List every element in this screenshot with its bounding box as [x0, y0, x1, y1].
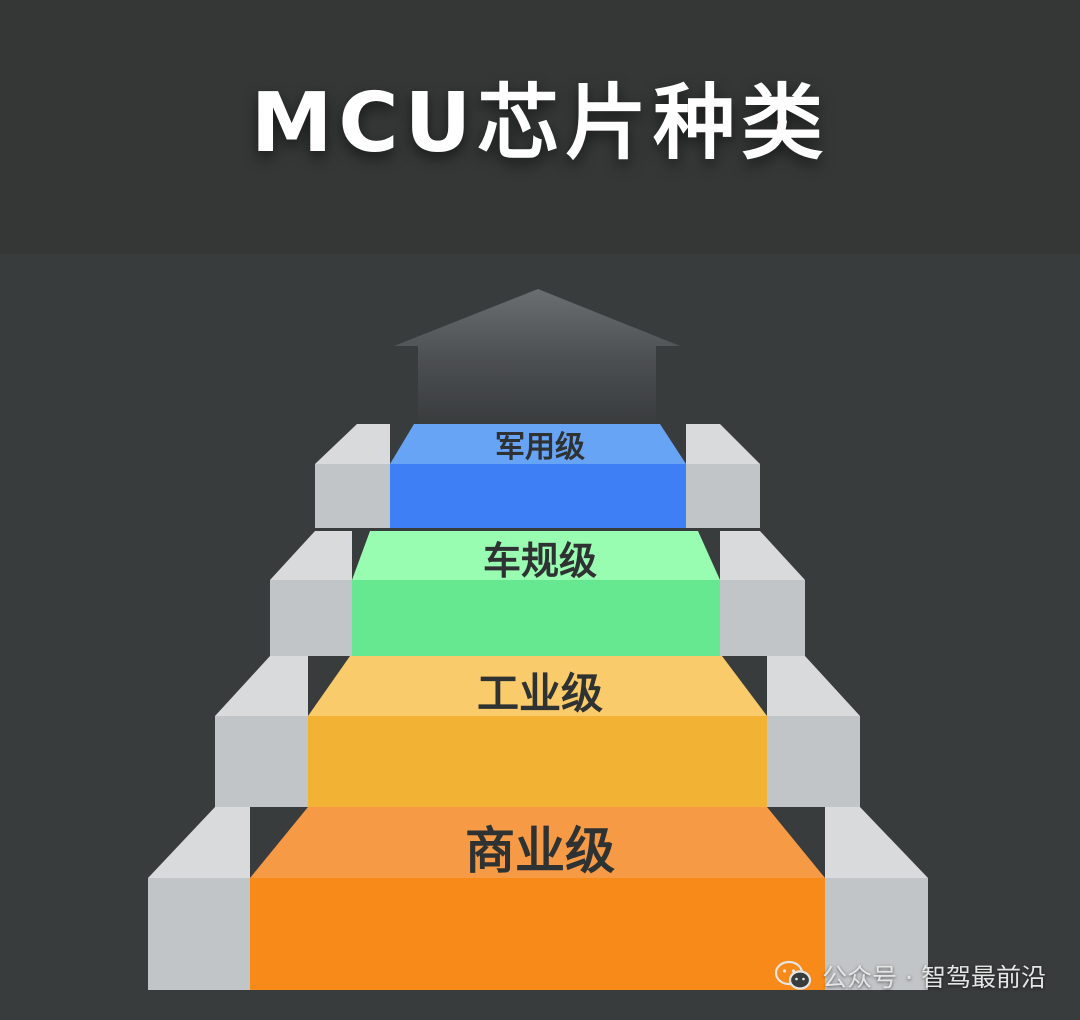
automotive-step-top — [352, 531, 720, 580]
watermark-text: 公众号 · 智驾最前沿 — [822, 963, 1046, 992]
stone-front-left — [148, 878, 250, 990]
commercial-step-front — [250, 878, 825, 990]
step-military — [315, 424, 760, 528]
step-industrial — [215, 656, 860, 807]
step-commercial — [148, 807, 928, 990]
industrial-grade-label: 工业级 — [476, 669, 603, 718]
commercial-step-top — [250, 807, 825, 878]
stone-front-right — [825, 878, 928, 990]
stone-front-left — [315, 464, 390, 528]
industrial-step-top — [308, 656, 767, 716]
stone-front-right — [767, 716, 860, 807]
up-arrow-icon — [394, 289, 680, 424]
stone-front-right — [686, 464, 760, 528]
stone-front-left — [270, 580, 352, 656]
commercial-grade-label: 商业级 — [465, 822, 615, 880]
military-step-front — [390, 464, 686, 528]
industrial-step-front — [308, 716, 767, 807]
stone-top-right — [767, 656, 860, 716]
military-step-top — [390, 424, 686, 464]
stone-front-left — [215, 716, 308, 807]
stone-front-right — [720, 580, 805, 656]
stone-top-right — [686, 424, 760, 464]
automotive-step-front — [352, 580, 720, 656]
stone-top-left — [148, 807, 250, 878]
watermark: 公众号 · 智驾最前沿 — [774, 954, 1046, 998]
wechat-icon — [775, 960, 812, 990]
stone-top-left — [270, 531, 352, 580]
stone-top-left — [315, 424, 390, 464]
stone-top-right — [825, 807, 928, 878]
header-band — [0, 0, 1080, 254]
automotive-grade-label: 车规级 — [482, 539, 597, 583]
stone-top-right — [720, 531, 805, 580]
page-title: MCU芯片种类 — [250, 76, 830, 171]
military-grade-label: 军用级 — [495, 430, 585, 465]
stone-top-left — [215, 656, 308, 716]
step-automotive — [270, 531, 805, 656]
